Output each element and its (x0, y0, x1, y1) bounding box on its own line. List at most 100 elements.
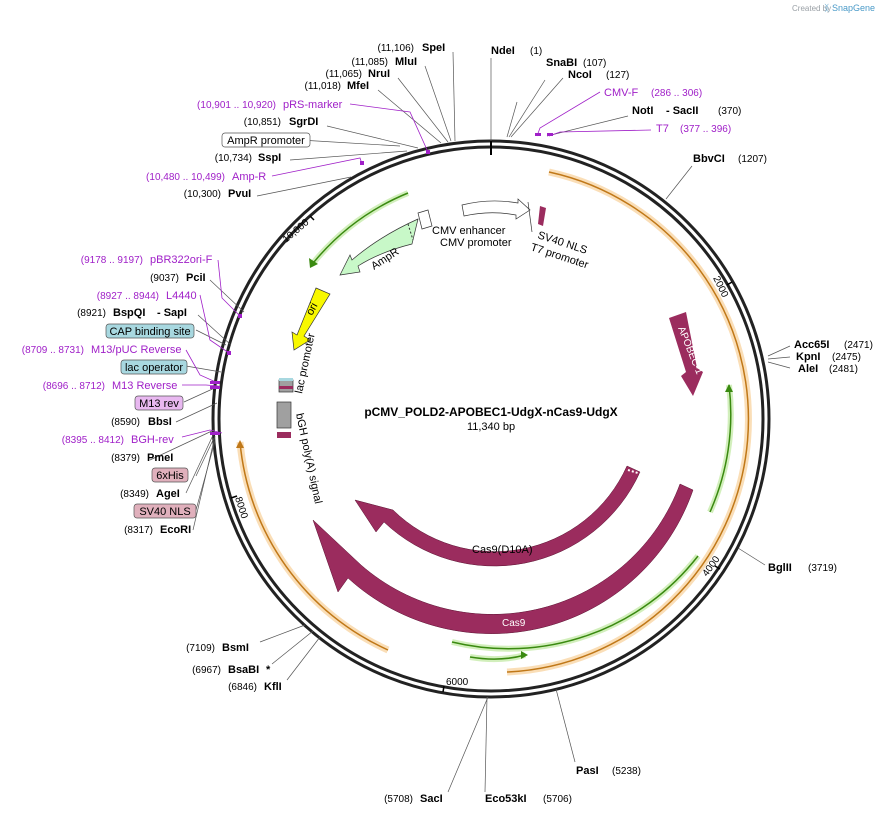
primer-name-bgh-rev: BGH-rev (131, 434, 174, 446)
snapgene-logo: SnapGene (832, 3, 875, 13)
site-name-snabi: SnaBI (546, 57, 577, 69)
primer-name-t7: T7 (656, 123, 669, 135)
site-pos-spei: (11,106) (377, 43, 414, 54)
site-pos-mfei: (11,018) (304, 81, 341, 92)
site-name-agei: AgeI (156, 488, 180, 500)
site-pos-sspi: (10,734) (215, 153, 252, 164)
cap-site-mark (279, 378, 293, 381)
primer-name-m13-puc-reverse: M13/pUC Reverse (91, 344, 181, 356)
ampr-feature-arrow (339, 218, 419, 276)
box-sv40-nls (133, 503, 197, 519)
sv40-nls-small-feature (538, 206, 546, 226)
site-pos-sgrdi: (10,851) (244, 117, 281, 128)
site-name-eco53ki: Eco53kI (485, 793, 527, 805)
primer-pos-amp-r: (10,480 .. 10,499) (146, 172, 225, 183)
green-arc-right-glow (707, 384, 734, 514)
site-name-bsabi: BsaBI (228, 664, 259, 676)
site-pos-bbsi: (8590) (111, 417, 140, 428)
primer-name-amp-r: Amp-R (232, 171, 266, 183)
primer-pos-l4440: (8927 .. 8944) (97, 291, 159, 302)
orange-feature-arc-left (239, 441, 389, 651)
site-name-bglii: BglII (768, 562, 792, 574)
site-name-mfei: MfeI (347, 80, 369, 92)
site-pos-ndei: (1) (530, 46, 542, 57)
box-cap-binding-site (105, 323, 195, 339)
green-arc-lower (451, 555, 699, 650)
site-name-pasi: PasI (576, 765, 599, 777)
site-name-pcii: PciI (186, 272, 206, 284)
green-arc-small-arrowhead (521, 651, 528, 659)
green-arc-right (709, 384, 732, 513)
primer-pos-t7: (377 .. 396) (680, 124, 731, 135)
site-pos-snabi: (107) (583, 58, 606, 69)
green-arc-small (469, 654, 526, 660)
plasmid-size: 11,340 bp (467, 421, 515, 433)
site-pos-eco53ki: (5706) (543, 794, 572, 805)
site-pos-noti: (370) (718, 106, 741, 117)
cas9-feature-arrow (312, 483, 694, 634)
primer-labels: (10,901 .. 10,920) pRS-marker (10,480 ..… (22, 87, 731, 446)
primer-name-l4440: L4440 (166, 290, 197, 302)
green-arc-right-arrowhead (725, 384, 733, 392)
primer-pos-cmv-f: (286 .. 306) (651, 88, 702, 99)
box-label-cap-binding-site: CAP binding site (109, 326, 190, 338)
primer-name-cmv-f: CMV-F (604, 87, 639, 99)
primer-pos-m13-reverse: (8696 .. 8712) (43, 381, 105, 392)
site-pos-pasi: (5238) (612, 766, 641, 777)
primer-pos-pbr322ori-f: (9178 .. 9197) (81, 255, 143, 266)
site-pos-agei: (8349) (120, 489, 149, 500)
site-name-nrui: NruI (368, 68, 390, 80)
site-name-sgrdi: SgrDI (289, 116, 318, 128)
bgh-polya-box (276, 401, 292, 429)
site-name-ndei: NdeI (491, 45, 515, 57)
ori-label: ori (304, 301, 320, 317)
t7-promoter-mark (527, 201, 533, 233)
primer-name-prs-marker: pRS-marker (283, 99, 343, 111)
site-name-bsmi: BsmI (222, 642, 249, 654)
green-arc-left-arrowhead (309, 258, 318, 268)
site-name-saci: SacI (420, 793, 443, 805)
lac-operator-mark (279, 386, 293, 389)
site-name-kfli: KflI (264, 681, 282, 693)
orange-feature-arc-right (506, 171, 750, 673)
ampr-dashed-end (407, 223, 414, 241)
site-pos-acc65i: (2471) (844, 340, 873, 351)
site-pos-bglii: (3719) (808, 563, 837, 574)
site-pos-pvui: (10,300) (184, 189, 221, 200)
site-name-ecori: EcoRI (160, 524, 191, 536)
site-pos-ncoi: (127) (606, 70, 629, 81)
site-pos-bbvci: (1207) (738, 154, 767, 165)
site-pos-alei: (2481) (829, 364, 858, 375)
cmv-enhancer-label: CMV enhancer (432, 225, 506, 237)
site-name-spei: SpeI (422, 42, 445, 54)
site-name-sspi: SspI (258, 152, 281, 164)
box-6xhis (151, 467, 189, 483)
tick-label-6000: 6000 (446, 677, 469, 688)
site-name-ncoi: NcoI (568, 69, 592, 81)
plasmid-name: pCMV_POLD2-APOBEC1-UdgX-nCas9-UdgX (364, 405, 617, 419)
cmv-small-box (417, 209, 433, 230)
site-name-bbvci: BbvCI (693, 153, 725, 165)
green-arc-left (313, 192, 409, 263)
site-pos-mlui: (11,085) (351, 57, 388, 68)
site-pos-saci: (5708) (384, 794, 413, 805)
site-name-sacii: - SacII (666, 105, 698, 117)
site-pos-bspqi: (8921) (77, 308, 106, 319)
site-name-noti: NotI (632, 105, 653, 117)
primer-pos-bgh-rev: (8395 .. 8412) (62, 435, 124, 446)
site-name-kpni: KpnI (796, 351, 820, 363)
right-site-labels: (5708) SacI Eco53kI (5706) PasI (5238) B… (384, 45, 873, 805)
site-pos-kpni: (2475) (832, 352, 861, 363)
primer-name-m13-reverse: M13 Reverse (112, 380, 177, 392)
box-label-lac-operator: lac operator (125, 362, 183, 374)
site-leader-lines (149, 51, 791, 793)
site-pos-pcii: (9037) (150, 273, 179, 284)
ori-feature-arrow (291, 287, 331, 351)
box-label-sv40-nls: SV40 NLS (139, 506, 190, 518)
site-star-bsabi: * (266, 664, 271, 676)
box-label-ampr-promoter: AmpR promoter (227, 135, 305, 147)
primer-name-pbr322ori-f: pBR322ori-F (150, 254, 213, 266)
left-site-labels: (11,106) SpeI (11,085) MluI (11,065) Nru… (77, 42, 445, 693)
box-label-6xhis: 6xHis (156, 470, 184, 482)
cas9-d10a-feature-arrow (354, 465, 641, 567)
